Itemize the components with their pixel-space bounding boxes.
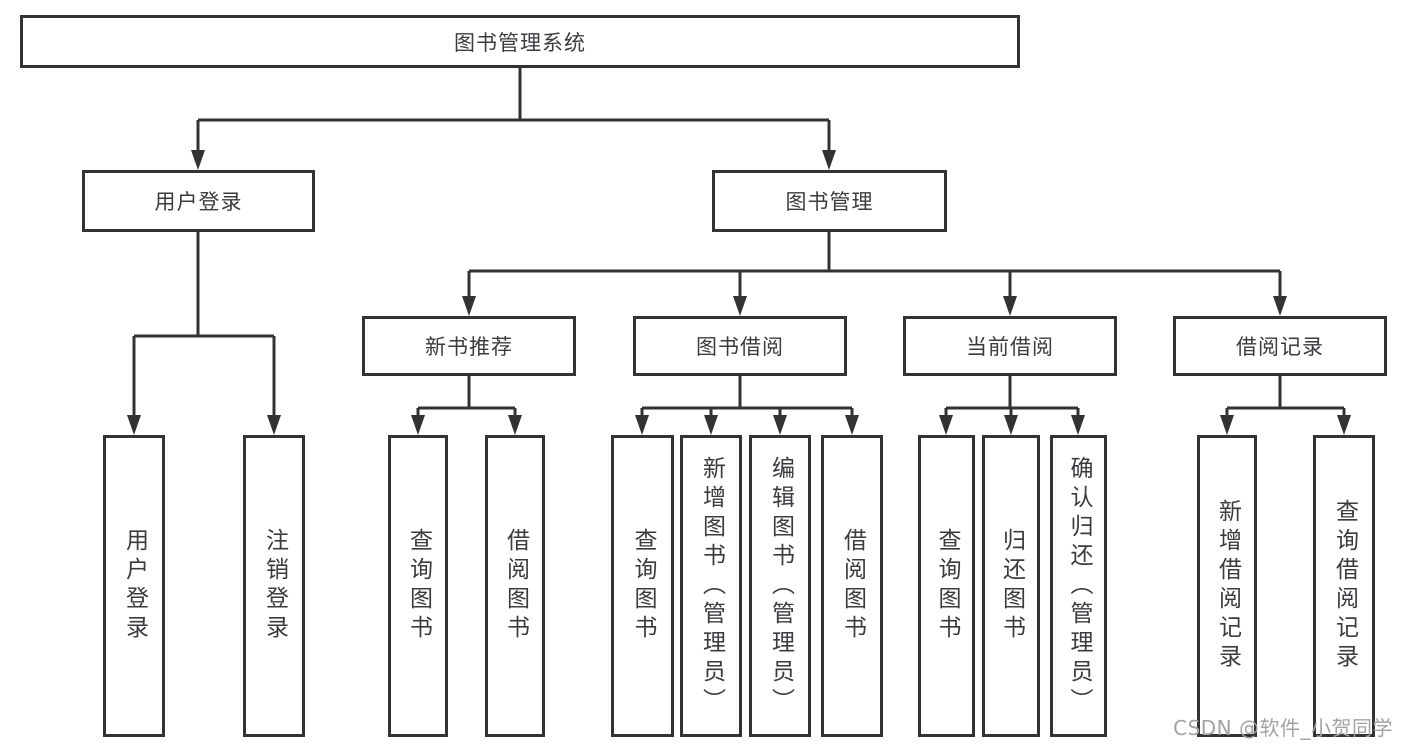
- node-leaf-query-books-3: 查询图书: [918, 435, 975, 737]
- arrow-down-icon: [127, 415, 141, 435]
- arrow-down-icon: [462, 296, 476, 316]
- node-user-login: 用户登录: [82, 170, 315, 232]
- arrow-down-icon: [845, 415, 859, 435]
- node-book-management: 图书管理: [712, 170, 947, 232]
- arrow-down-icon: [267, 415, 281, 435]
- arrow-down-icon: [1003, 296, 1017, 316]
- arrow-down-icon: [1220, 415, 1234, 435]
- node-leaf-query-books-1: 查询图书: [388, 435, 448, 737]
- arrow-down-icon: [704, 415, 718, 435]
- arrow-down-icon: [635, 415, 649, 435]
- arrow-down-icon: [508, 415, 522, 435]
- node-leaf-edit-book: 编辑图书（管理员）: [749, 435, 811, 737]
- node-current-borrowing: 当前借阅: [903, 316, 1117, 376]
- node-leaf-borrow-books-2: 借阅图书: [821, 435, 883, 737]
- node-leaf-return-book: 归还图书: [982, 435, 1040, 737]
- node-leaf-user-login: 用户登录: [103, 435, 165, 737]
- arrow-down-icon: [1337, 415, 1351, 435]
- node-leaf-query-borrow-record: 查询借阅记录: [1313, 435, 1375, 737]
- node-borrowing-records: 借阅记录: [1173, 316, 1387, 376]
- node-new-book-recommend: 新书推荐: [362, 316, 576, 376]
- node-leaf-confirm-return: 确认归还（管理员）: [1050, 435, 1107, 737]
- arrow-down-icon: [1273, 296, 1287, 316]
- node-root: 图书管理系统: [20, 15, 1020, 68]
- node-leaf-query-books-2: 查询图书: [611, 435, 674, 737]
- arrow-down-icon: [1004, 415, 1018, 435]
- tree-edges: [132, 68, 1346, 418]
- arrow-down-icon: [1071, 415, 1085, 435]
- node-leaf-add-borrow-record: 新增借阅记录: [1197, 435, 1257, 737]
- arrow-down-icon: [191, 150, 205, 170]
- node-book-borrowing: 图书借阅: [633, 316, 847, 376]
- arrow-down-icon: [822, 150, 836, 170]
- node-leaf-borrow-books-1: 借阅图书: [485, 435, 545, 737]
- csdn-watermark: CSDN @软件_小贺同学: [1173, 716, 1393, 740]
- node-leaf-logout: 注销登录: [243, 435, 305, 737]
- arrow-down-icon: [733, 296, 747, 316]
- node-leaf-add-book: 新增图书（管理员）: [680, 435, 742, 737]
- arrow-down-icon: [939, 415, 953, 435]
- arrow-down-icon: [411, 415, 425, 435]
- arrowheads: [127, 150, 1351, 435]
- arrow-down-icon: [773, 415, 787, 435]
